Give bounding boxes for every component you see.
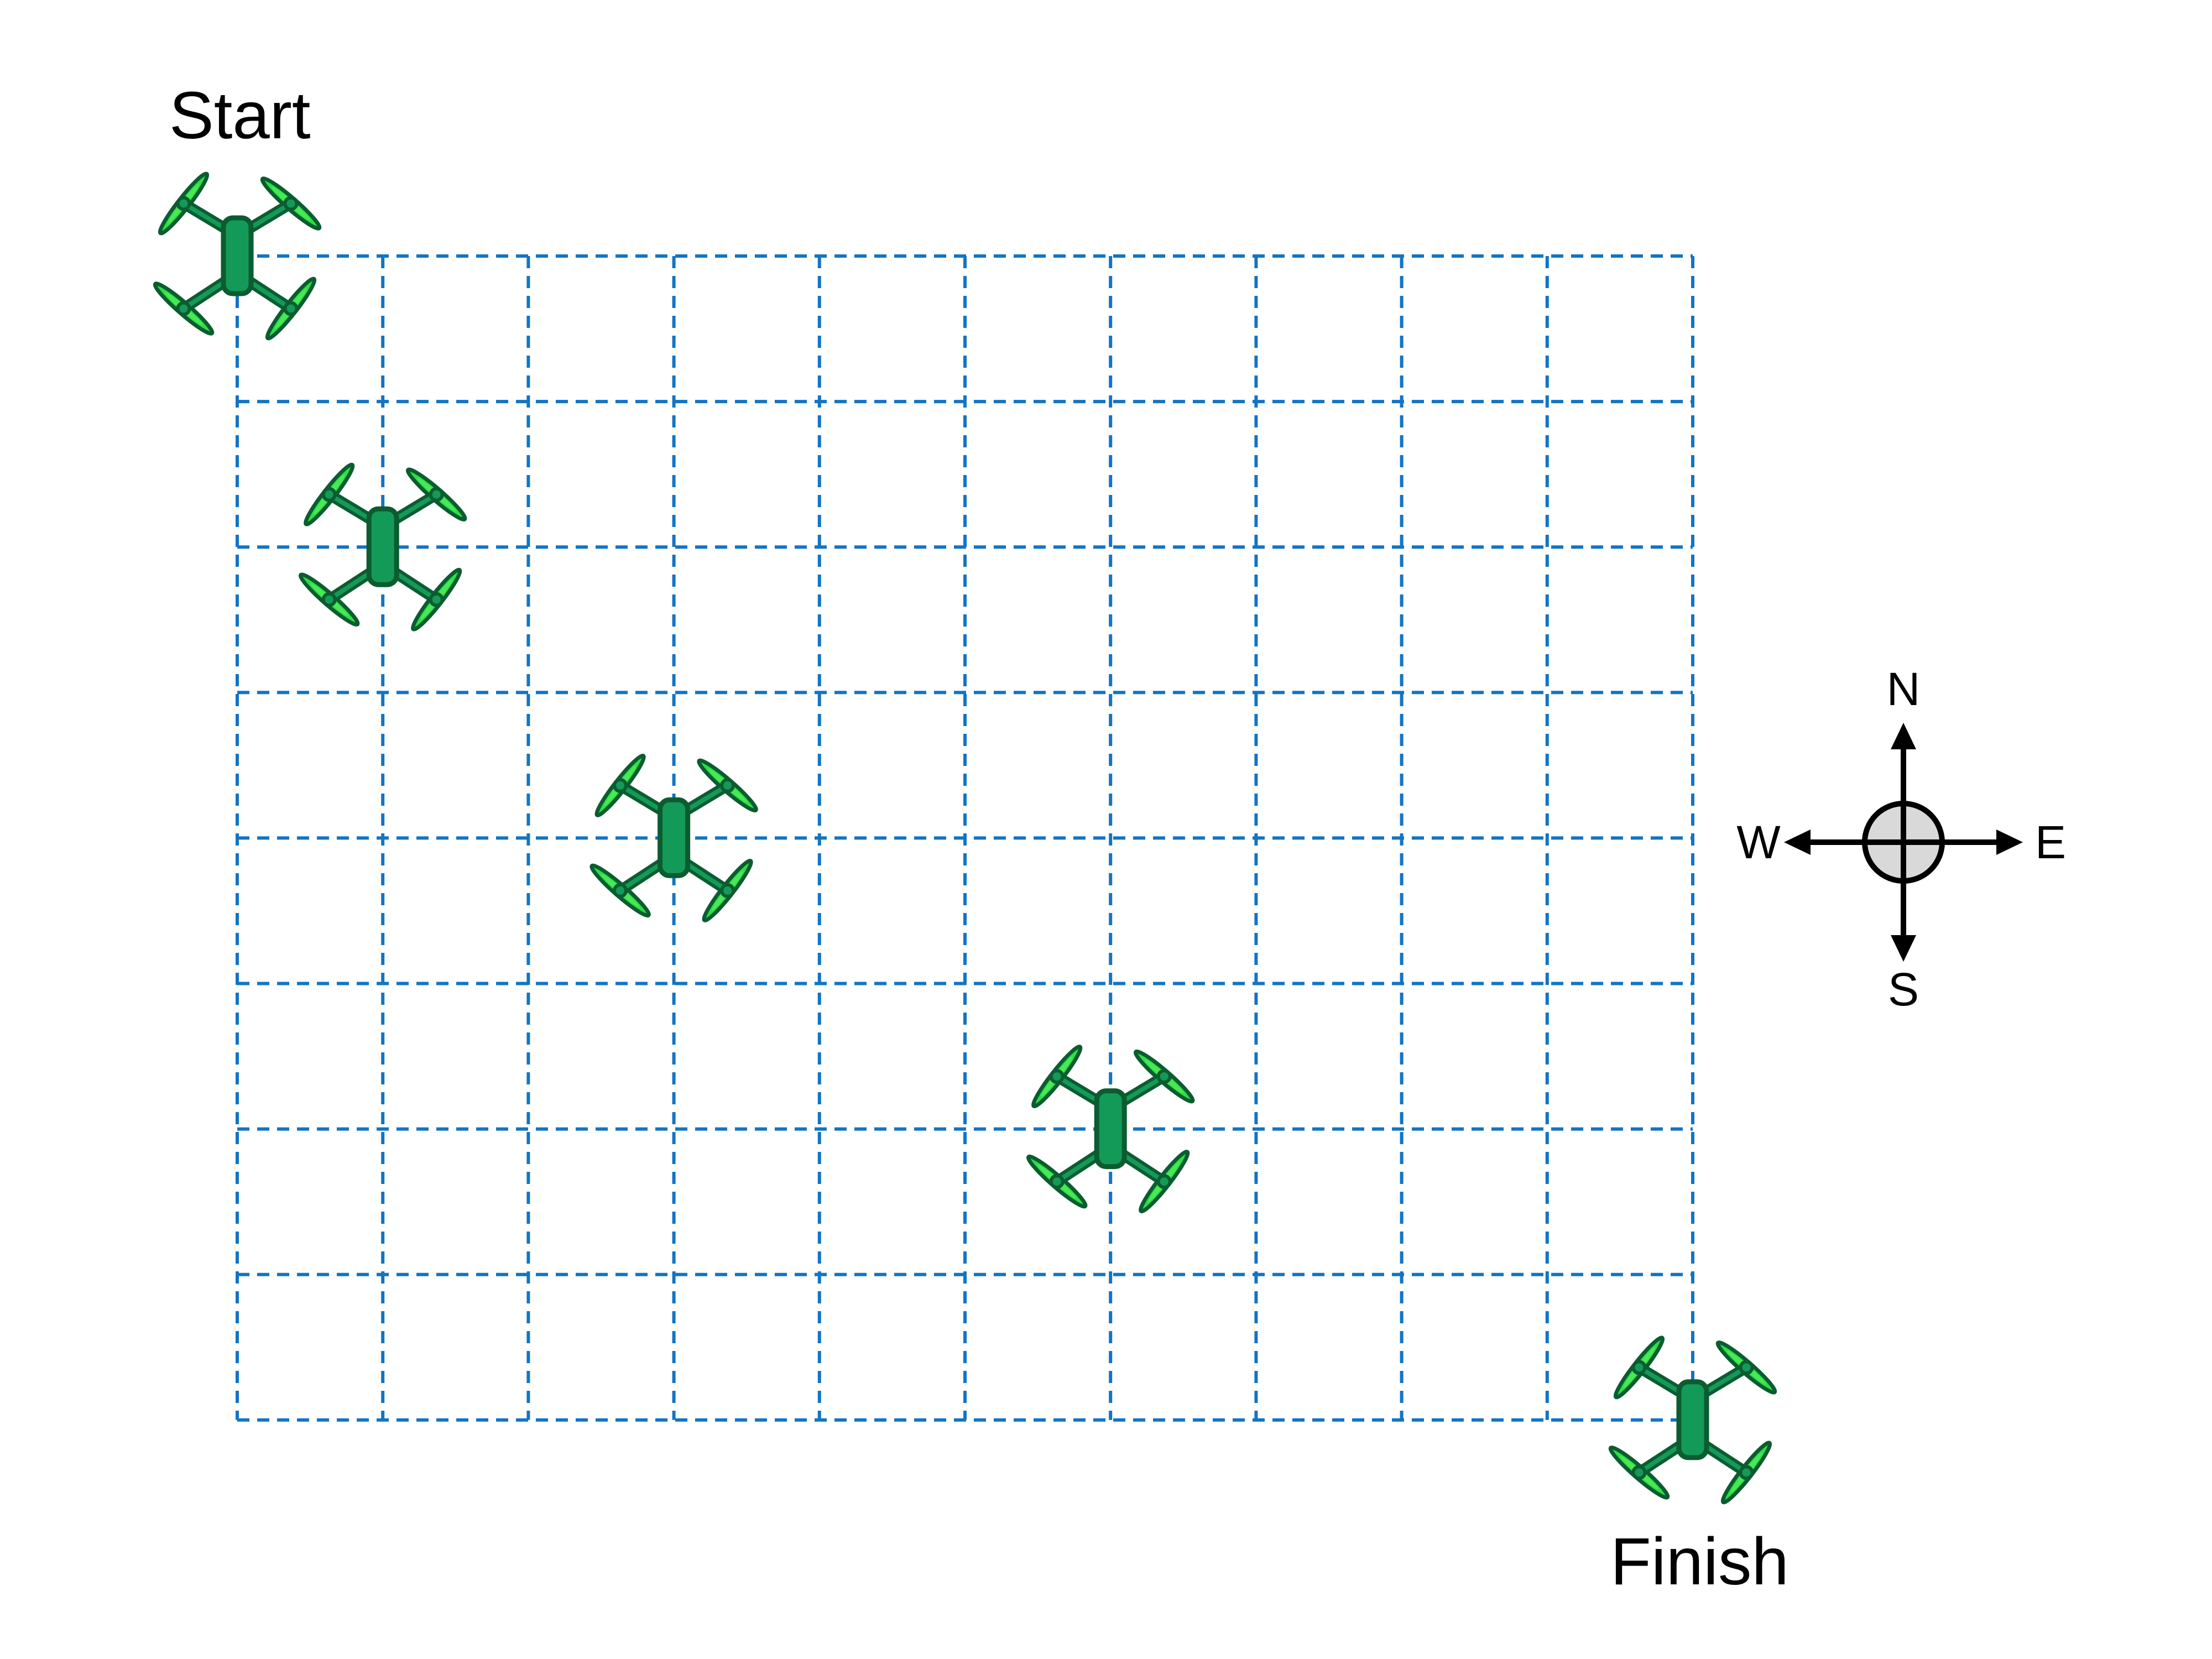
flight-grid [236,254,1694,1422]
compass-arrow-west-icon [1784,830,1811,855]
compass-north-label: N [1887,663,1921,715]
compass-south-label: S [1888,963,1919,1015]
drone-waypoint-4 [1025,1044,1196,1214]
compass-east-label: E [2035,816,2066,868]
start-label: Start [169,77,311,153]
finish-label: Finish [1610,1524,1789,1599]
compass-arrow-north-icon [1891,723,1916,749]
compass-rose: N S W E [1736,663,2066,1015]
compass-arrow-south-icon [1891,935,1916,962]
compass-arrow-east-icon [1996,830,2023,855]
compass-west-label: W [1736,816,1780,868]
compass-axes-icon [1809,748,1997,936]
